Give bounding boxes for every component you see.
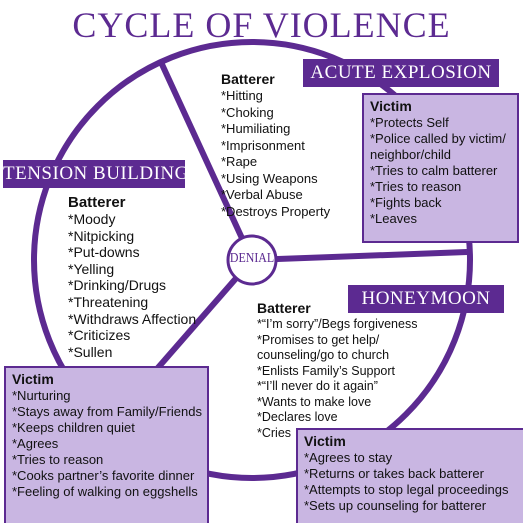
list-item: *Returns or takes back batterer	[304, 466, 484, 481]
divider-spoke-right	[251, 249, 468, 263]
list-item: *Using Weapons	[221, 170, 318, 186]
list-item: *Enlists Family’s Support	[257, 363, 396, 378]
acute-explosion-banner: ACUTE EXPLOSION	[303, 59, 499, 87]
list-item: *Feeling of walking on eggshells	[12, 484, 198, 499]
list-item: *Withdraws Affection	[68, 310, 197, 327]
list-item: *Keeps children quiet	[12, 420, 135, 435]
honeymoon-batterer-list: Batterer *“I’m sorry”/Begs forgiveness *…	[257, 300, 417, 441]
list-item: *Verbal Abuse	[221, 187, 303, 202]
list-item: counseling/go to church	[257, 348, 390, 362]
list-item: *Drinking/Drugs	[68, 277, 167, 294]
list-item: *Promises to get help/	[257, 332, 380, 347]
honeymoon-victim-heading: Victim	[304, 433, 346, 449]
list-item: *Choking	[221, 104, 274, 120]
denial-label: DENIAL	[229, 251, 275, 266]
list-item: *Sullen	[68, 343, 113, 360]
list-item: *Cooks partner’s favorite dinner	[12, 468, 195, 483]
list-item: *Attempts to stop legal proceedings	[304, 482, 509, 497]
list-item: *Cries	[257, 425, 292, 440]
list-item: *Humiliating	[221, 121, 291, 136]
list-item: *Tries to reason	[12, 452, 104, 467]
denial-hub	[226, 234, 278, 286]
tension-building-banner: TENSION BUILDING	[3, 160, 188, 188]
list-item: *Leaves	[370, 211, 417, 226]
list-item: *Yelling	[68, 260, 115, 277]
diagram-title: CYCLE OF VIOLENCE	[72, 5, 451, 45]
cycle-ring	[31, 39, 473, 481]
tension-batterer-heading: Batterer	[68, 194, 126, 211]
tension-batterer-list: Batterer *Moody *Nitpicking *Put-downs *…	[68, 194, 196, 360]
list-item: *Imprisonment	[221, 137, 305, 153]
list-item: *Hitting	[221, 88, 263, 103]
list-item: *Threatening	[68, 293, 149, 310]
list-item: neighbor/child	[370, 147, 451, 162]
honeymoon-victim-box: Victim *Agrees to stay *Returns or takes…	[296, 428, 523, 523]
acute-victim-box: Victim *Protects Self *Police called by …	[362, 93, 519, 243]
list-item: *Agrees to stay	[304, 450, 393, 465]
list-item: *Declares love	[257, 410, 338, 424]
list-item: *Nurturing	[12, 388, 71, 403]
acute-victim-heading: Victim	[370, 98, 412, 114]
tension-victim-box: Victim *Nurturing *Stays away from Famil…	[4, 366, 209, 523]
list-item: *Protects Self	[370, 115, 449, 130]
list-item: *“I’ll never do it again”	[257, 379, 378, 393]
divider-spoke-top	[157, 58, 255, 262]
list-item: *Tries to reason	[370, 179, 462, 194]
list-item: *Moody	[68, 211, 116, 227]
list-item: *Police called by victim/	[370, 131, 506, 146]
list-item: *Destroys Property	[221, 203, 331, 219]
acute-batterer-heading: Batterer	[221, 71, 275, 87]
tension-victim-heading: Victim	[12, 371, 54, 387]
honeymoon-batterer-heading: Batterer	[257, 300, 311, 316]
list-item: *Fights back	[370, 195, 442, 210]
list-item: *Put-downs	[68, 244, 140, 261]
list-item: *Tries to calm batterer	[370, 163, 498, 178]
list-item: *Nitpicking	[68, 227, 135, 244]
list-item: *Wants to make love	[257, 394, 372, 409]
list-item: *Agrees	[12, 436, 59, 451]
list-item: *Sets up counseling for batterer	[304, 498, 487, 513]
list-item: *Rape	[221, 154, 258, 169]
list-item: *“I’m sorry”/Begs forgiveness	[257, 317, 418, 331]
list-item: *Criticizes	[68, 327, 131, 344]
honeymoon-banner: HONEYMOON	[348, 285, 504, 313]
acute-batterer-list: Batterer *Hitting *Choking *Humiliating …	[221, 71, 330, 220]
list-item: *Stays away from Family/Friends	[12, 404, 202, 419]
